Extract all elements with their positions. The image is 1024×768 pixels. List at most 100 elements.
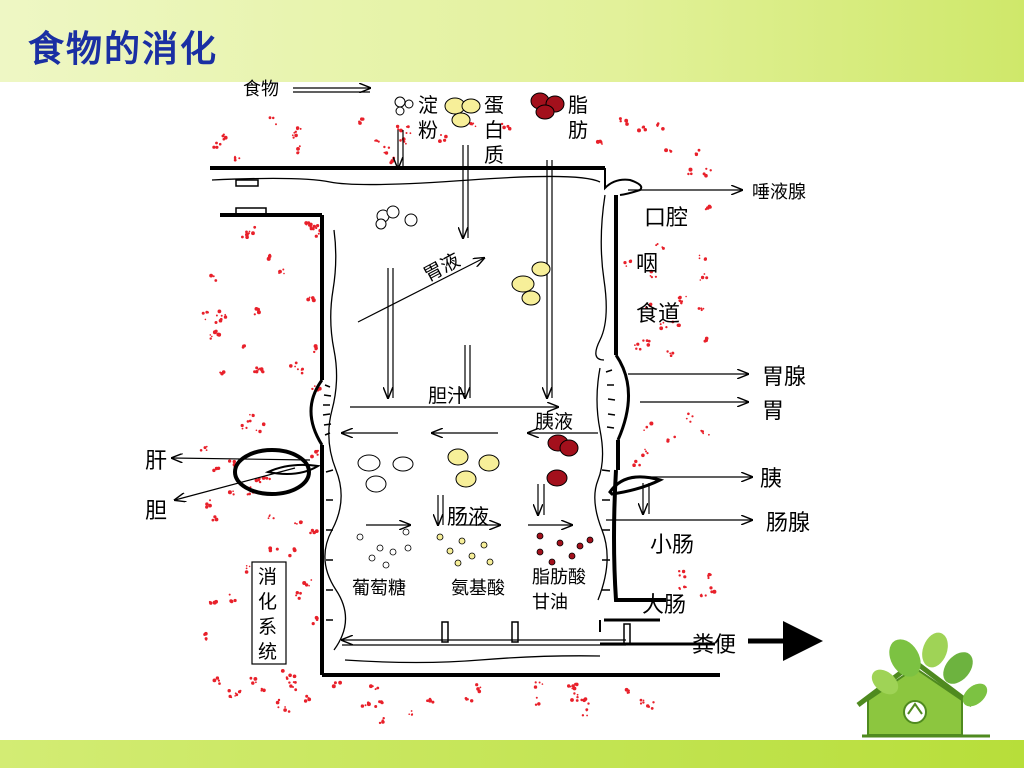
tissue-dot xyxy=(625,122,629,126)
tissue-dot xyxy=(635,347,638,350)
tissue-dot xyxy=(295,126,300,130)
label-feces: 粪便 xyxy=(692,633,736,658)
tissue-dot xyxy=(469,122,473,126)
tissue-dot xyxy=(248,565,251,568)
tissue-dot xyxy=(217,309,222,314)
tissue-dot xyxy=(587,702,590,705)
tissue-dot xyxy=(405,125,408,128)
page-title: 食物的消化 xyxy=(28,29,219,70)
tissue-dot xyxy=(364,704,367,707)
tissue-dot xyxy=(283,708,287,712)
tissue-dot xyxy=(380,701,384,705)
tissue-dot xyxy=(634,459,638,464)
label-pancreatic-juice: 胰液 xyxy=(535,411,573,433)
tissue-dot xyxy=(314,449,318,454)
tissue-dot xyxy=(646,452,649,455)
tissue-dot xyxy=(382,717,385,720)
tissue-dot xyxy=(306,297,311,302)
tissue-dot xyxy=(266,256,271,261)
tissue-dot xyxy=(300,371,304,375)
tissue-dot xyxy=(665,326,668,329)
tissue-dot xyxy=(409,132,412,135)
tissue-dot xyxy=(214,321,218,324)
tissue-dot xyxy=(537,702,541,706)
tissue-dot xyxy=(246,420,250,423)
tissue-dot xyxy=(293,131,296,134)
tissue-dot xyxy=(702,172,706,176)
tissue-dot xyxy=(671,351,675,355)
label-starch-2: 粉 xyxy=(418,118,438,142)
tissue-dot xyxy=(538,681,541,684)
tissue-dot xyxy=(662,321,665,324)
label-stomach: 胃 xyxy=(762,399,784,424)
tissue-dot xyxy=(248,230,251,233)
tissue-dot xyxy=(399,139,402,142)
tissue-dot xyxy=(208,503,212,508)
label-pharynx: 咽 xyxy=(636,252,658,277)
tissue-dot xyxy=(291,134,294,137)
tissue-dot xyxy=(311,622,315,626)
tissue-dot xyxy=(638,347,642,351)
tissue-dot xyxy=(222,133,225,136)
tissue-dot xyxy=(625,265,628,267)
tissue-dot xyxy=(410,710,413,712)
tissue-dot xyxy=(580,698,583,702)
tissue-dot xyxy=(299,591,302,595)
tissue-dot xyxy=(275,123,277,126)
tissue-dot xyxy=(383,151,386,154)
tissue-dot xyxy=(317,232,320,235)
tissue-dot xyxy=(702,432,705,435)
tissue-dot xyxy=(316,224,320,228)
tissue-dot xyxy=(272,517,275,520)
tissue-dot xyxy=(294,133,298,138)
tissue-dot xyxy=(245,565,248,567)
tissue-dot xyxy=(710,590,714,594)
tissue-dot xyxy=(284,706,286,708)
tissue-dot xyxy=(632,464,635,467)
tissue-dot xyxy=(669,149,671,152)
tissue-dot xyxy=(645,450,647,453)
tissue-dot xyxy=(645,339,649,342)
tissue-dot xyxy=(702,307,705,310)
tissue-dot xyxy=(315,226,318,230)
tissue-dot xyxy=(230,696,233,699)
tissue-dot xyxy=(582,698,586,703)
tissue-dot xyxy=(315,346,318,350)
tissue-dot xyxy=(301,520,303,523)
tissue-dot xyxy=(652,701,655,704)
tissue-dot xyxy=(312,224,316,228)
tissue-dot xyxy=(199,449,203,452)
tissue-dot xyxy=(228,459,232,463)
label-glucose: 葡萄糖 xyxy=(352,578,406,599)
tissue-dot xyxy=(292,681,295,684)
tract-walls xyxy=(210,166,720,677)
tissue-dot xyxy=(288,673,292,678)
tissue-dot xyxy=(626,691,629,694)
tissue-dot xyxy=(709,169,712,172)
tissue-dot xyxy=(288,553,292,558)
tissue-dot xyxy=(292,548,297,553)
tissue-dot xyxy=(376,686,380,690)
tissue-dot xyxy=(669,352,672,355)
tissue-dot xyxy=(289,364,293,368)
tissue-dot xyxy=(232,490,234,493)
tissue-dot xyxy=(241,235,244,239)
label-esophagus: 食道 xyxy=(636,302,680,327)
tissue-dot xyxy=(294,522,297,525)
tissue-dot xyxy=(316,453,319,456)
tissue-dot xyxy=(267,517,270,520)
tissue-dot xyxy=(533,685,538,689)
tissue-dot xyxy=(426,699,429,702)
tissue-dot xyxy=(215,314,218,317)
tissue-dot xyxy=(265,476,269,480)
tissue-dot xyxy=(302,581,307,585)
tissue-dot xyxy=(573,692,576,695)
tissue-dot xyxy=(253,677,258,681)
tissue-dot xyxy=(221,370,226,374)
pancreas-shape xyxy=(608,475,665,496)
tissue-dot xyxy=(646,306,648,309)
tissue-dot xyxy=(212,678,217,683)
tissue-dot xyxy=(204,318,207,321)
label-system-2: 化 xyxy=(258,591,277,613)
tissue-dot xyxy=(270,547,272,550)
